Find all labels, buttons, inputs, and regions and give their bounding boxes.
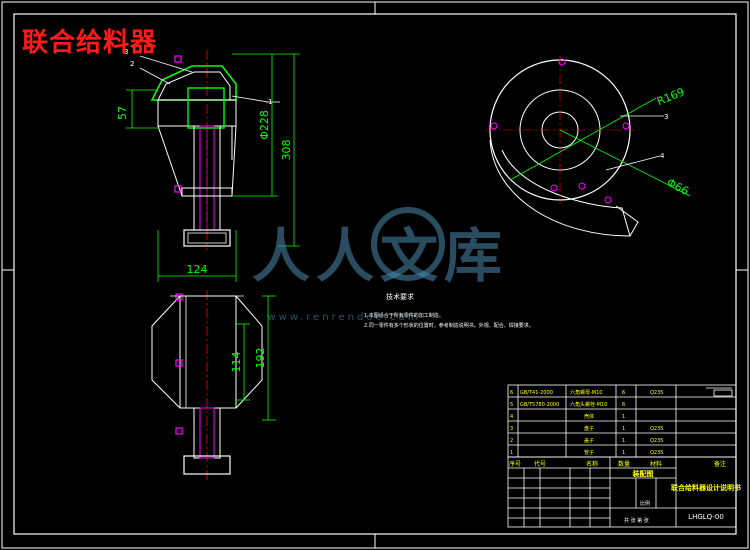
bom-row-5-qty: 6 — [622, 402, 625, 408]
dim-114: 114 — [230, 352, 243, 373]
dim-192: 192 — [254, 348, 267, 369]
front-view — [139, 50, 280, 250]
bom-header-no: 序号 — [509, 460, 521, 468]
tech-line-2: 2.同一零件有多个形状的位置时，参考制造说明书。外观、配合、焊接要求。 — [364, 322, 534, 329]
balloon-front-1: 1 — [268, 98, 272, 106]
drawing-number: LHGLQ-00 — [688, 513, 724, 521]
front-dimension-lines — [126, 53, 300, 282]
balloon-top-3: 3 — [664, 113, 668, 121]
bom-row-4-qty: 1 — [622, 414, 625, 420]
bom-grid — [507, 384, 737, 528]
dim-124: 124 — [187, 263, 208, 276]
bom-row-6-mat: Q235 — [650, 390, 663, 396]
dim-r169: R169 — [655, 85, 686, 108]
balloon-front-3: 3 — [124, 48, 128, 56]
project-title: 联合给料器设计说明书 — [671, 483, 741, 492]
dim-308: 308 — [280, 140, 293, 161]
dim-57: 57 — [116, 106, 129, 120]
bom-row-1-name: 管子 — [584, 449, 594, 456]
bom-header-qty: 数量 — [618, 460, 630, 468]
watermark-text: 人人文库 — [252, 222, 508, 290]
tech-line-1: 1.本图适合于所有零件的加工制造。 — [364, 312, 444, 319]
overlay-title: 联合给料器 — [22, 28, 158, 58]
assembly-label: 装配图 — [632, 469, 654, 478]
bom-header: 序号 代号 名称 数量 材料 备注 — [509, 460, 726, 468]
bom-row-6-name: 六角螺母-M10 — [570, 389, 602, 396]
watermark-url: www.renrendoc.com — [267, 312, 420, 323]
bom-row-4-name: 壳体 — [584, 413, 594, 420]
bom-row-3-no: 3 — [510, 426, 513, 432]
bom-header-note: 备注 — [714, 460, 726, 468]
bom-row-2-mat: Q235 — [650, 438, 663, 444]
ratio-label: 比例 — [640, 500, 650, 507]
bom-row-3-qty: 1 — [622, 426, 625, 432]
bom-row-2-name: 盖子 — [584, 437, 594, 444]
bom-row-5-name: 六角头螺栓-M10 — [570, 401, 607, 408]
bom-header-mat: 材料 — [650, 460, 662, 468]
bom-row-4-no: 4 — [510, 414, 513, 420]
balloon-top-4: 4 — [660, 152, 665, 160]
watermark — [371, 207, 445, 281]
sheet-label: 共 张 第 张 — [624, 517, 649, 524]
bom-row-5-no: 5 — [510, 402, 513, 408]
bom-row-6-no: 6 — [510, 390, 513, 396]
tech-title: 技术要求 — [386, 292, 414, 301]
side-dimension-lines — [236, 295, 276, 421]
top-view — [486, 56, 691, 237]
bom-header-name: 名称 — [586, 460, 598, 468]
bom-row-1-no: 1 — [510, 450, 513, 456]
bom-rows: 6 GB/T41-2000 六角螺母-M10 6 Q235 5 GB/T5780… — [510, 389, 663, 456]
bom-row-3-mat: Q235 — [650, 426, 663, 432]
bom-header-code: 代号 — [534, 460, 546, 468]
side-view — [151, 290, 263, 480]
bom-row-1-qty: 1 — [622, 450, 625, 456]
bom-row-6-qty: 6 — [622, 390, 625, 396]
bom-row-3-name: 盘子 — [584, 425, 594, 432]
bom-row-6-code: GB/T41-2000 — [520, 390, 553, 396]
bom-row-2-qty: 1 — [622, 438, 625, 444]
balloon-front-2: 2 — [130, 60, 134, 68]
dim-228: Φ228 — [258, 110, 271, 140]
bom-row-2-no: 2 — [510, 438, 513, 444]
bom-row-5-code: GB/T5780-2000 — [520, 402, 559, 408]
bom-row-1-mat: Q235 — [650, 450, 663, 456]
